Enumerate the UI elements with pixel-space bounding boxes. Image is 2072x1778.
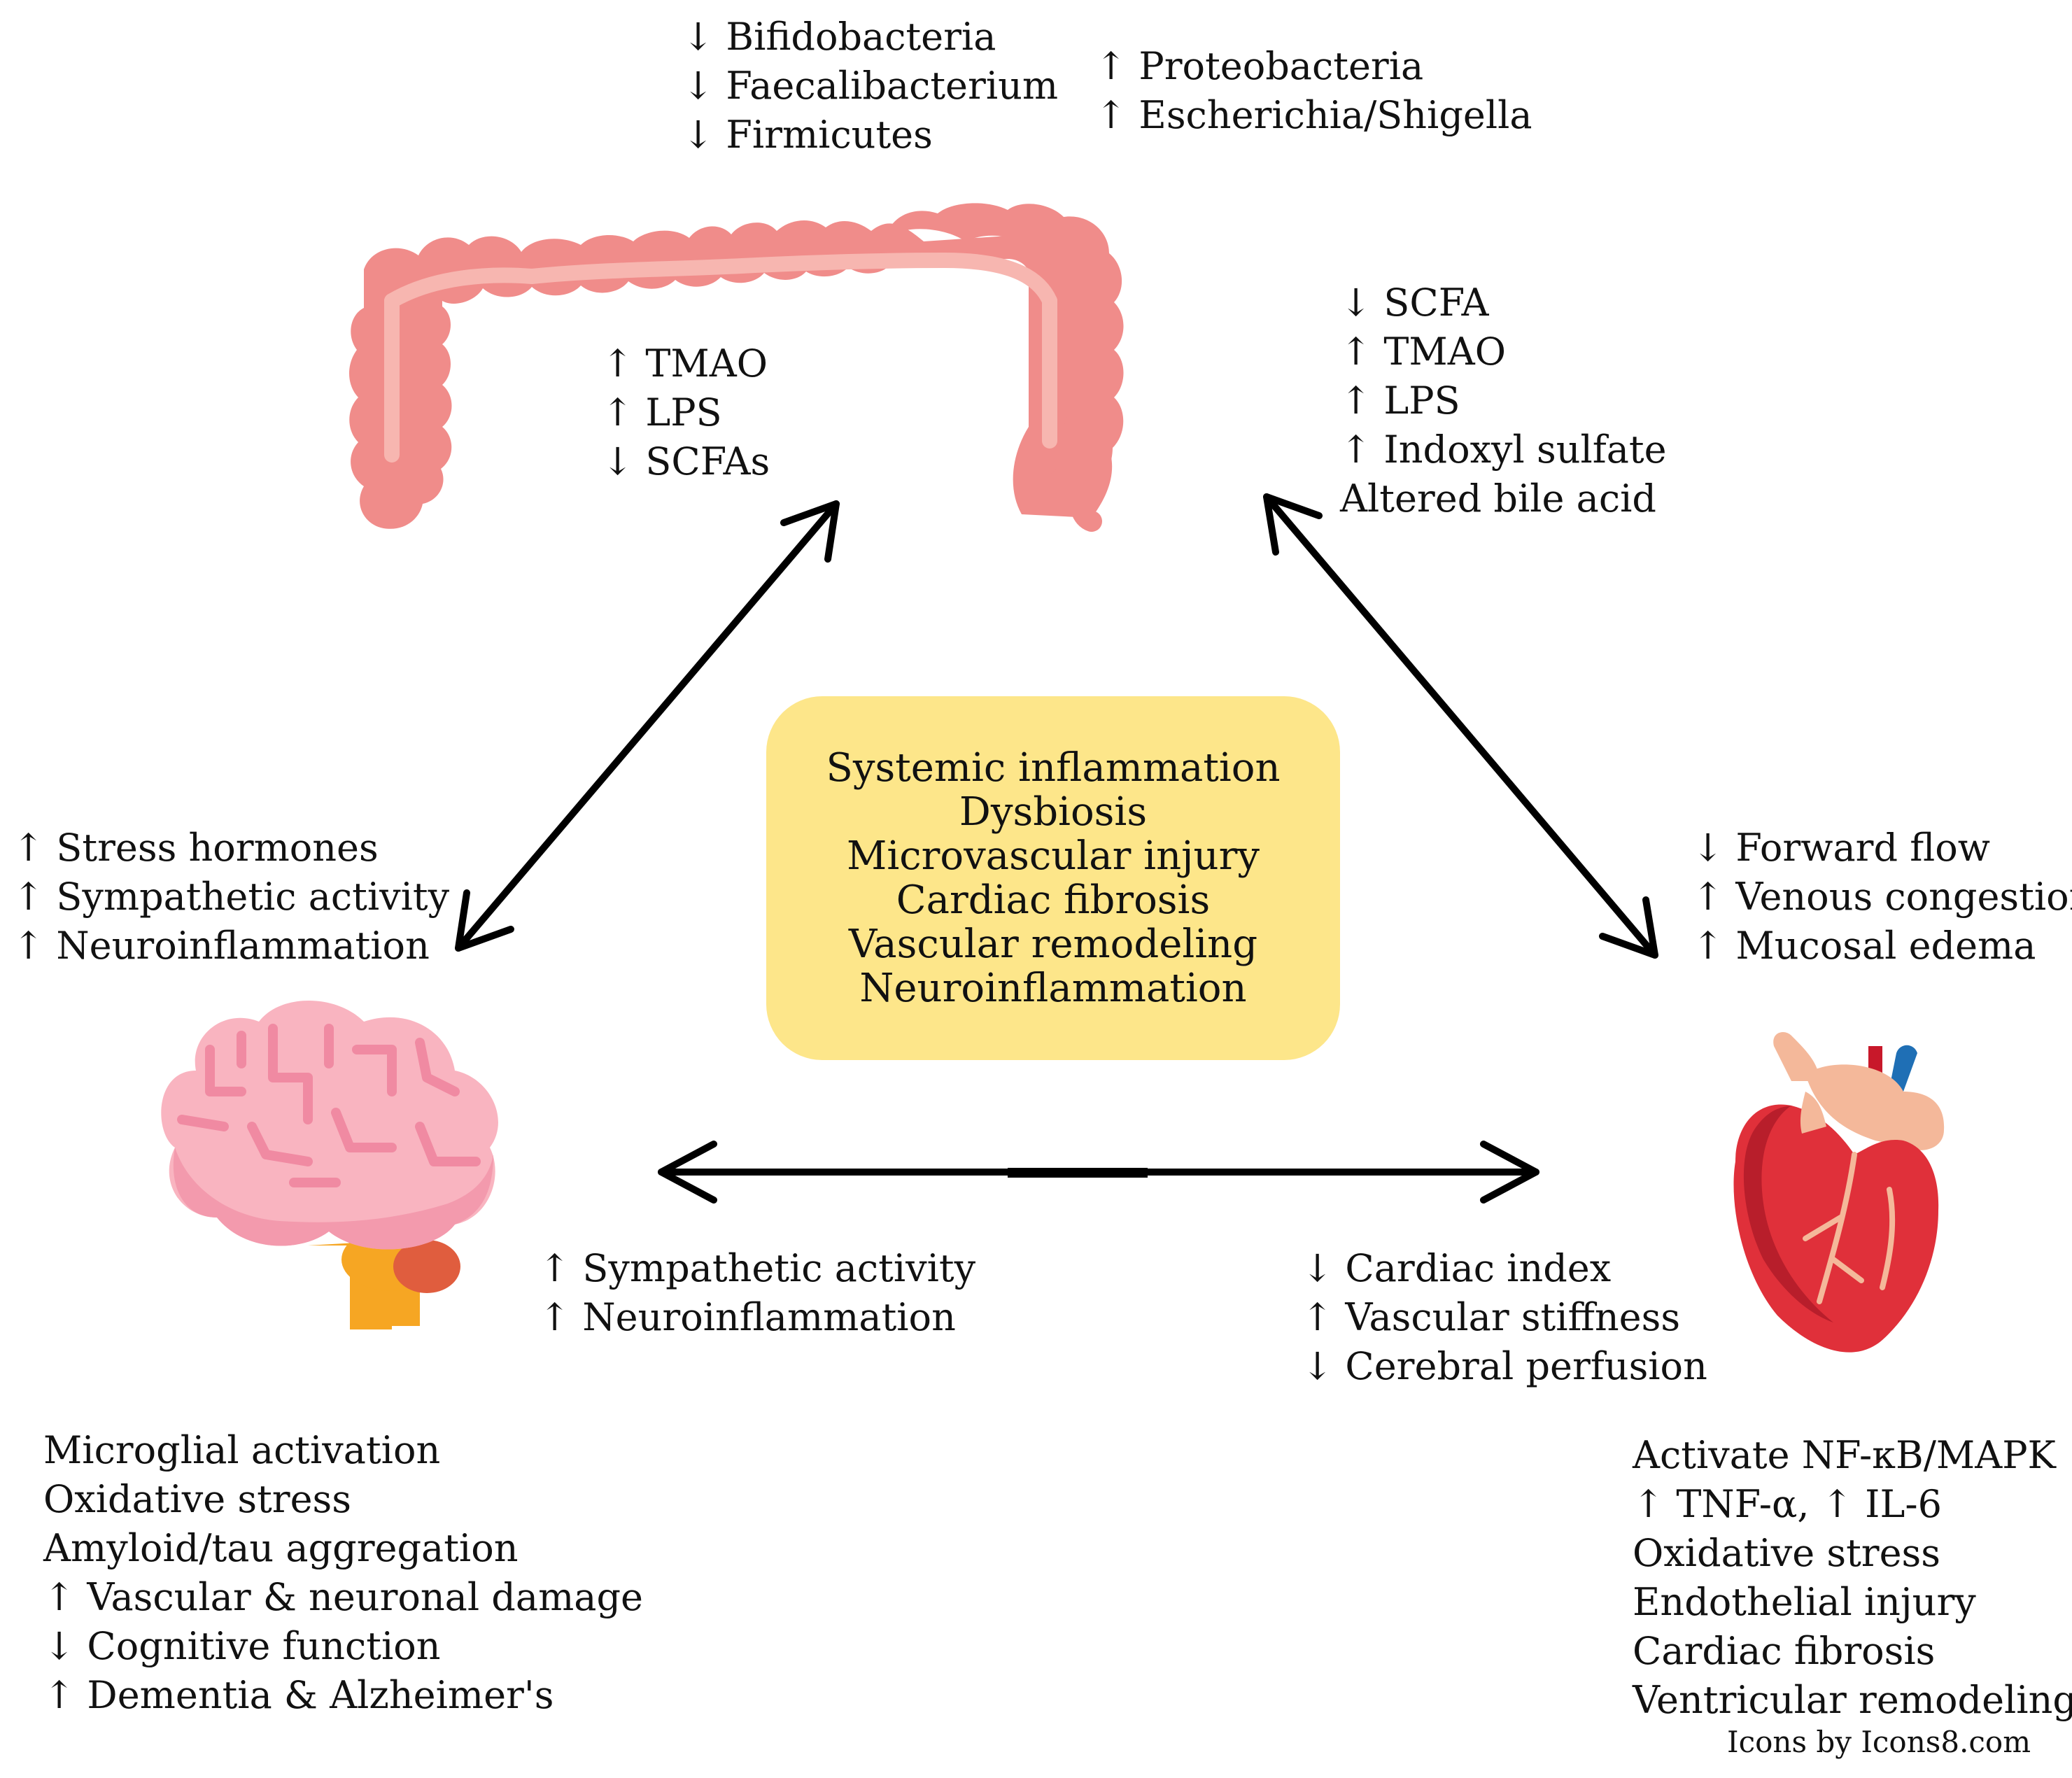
arrow-gut-heart — [1263, 493, 1658, 959]
label-line: ↑ TMAO — [1340, 330, 1506, 374]
label-line: ↓ Firmicutes — [682, 113, 933, 157]
shared-mechanisms-box: Systemic inflammation Dysbiosis Microvas… — [766, 696, 1340, 1060]
center-item: Dysbiosis — [959, 789, 1148, 835]
label-line: ↑ Vascular stiffness — [1302, 1295, 1681, 1339]
label-line: ↑ Sympathetic activity — [539, 1246, 976, 1290]
gut-to-heart-factors: ↓ SCFA ↑ TMAO ↑ LPS ↑ Indoxyl sulfate Al… — [1340, 278, 1667, 523]
label-line: ↑ Venous congestion — [1692, 875, 2072, 919]
label-line: Altered bile acid — [1340, 477, 1656, 521]
heart-icon — [1733, 1032, 1945, 1353]
icons-credit: Icons by Icons8.com — [1727, 1725, 2031, 1759]
label-line: ↑ Escherichia/Shigella — [1095, 93, 1532, 137]
label-line: Ventricular remodeling — [1633, 1678, 2072, 1722]
label-line: ↓ Bifidobacteria — [682, 15, 996, 59]
brain-to-heart-factors: ↑ Sympathetic activity ↑ Neuroinflammati… — [539, 1244, 975, 1342]
label-line: ↑ TNF-α, ↑ IL-6 — [1633, 1482, 1942, 1526]
label-line: ↑ Mucosal edema — [1692, 924, 2036, 968]
label-line: Oxidative stress — [1633, 1531, 1940, 1575]
label-line: ↑ Proteobacteria — [1095, 44, 1424, 88]
center-item: Neuroinflammation — [859, 966, 1247, 1011]
brain-effects: Microglial activation Oxidative stress A… — [43, 1426, 643, 1720]
label-line: ↓ SCFA — [1340, 281, 1489, 325]
label-line: ↓ SCFAs — [602, 439, 770, 484]
label-line: Oxidative stress — [43, 1477, 351, 1521]
heart-effects: Activate NF-κB/MAPK ↑ TNF-α, ↑ IL-6 Oxid… — [1633, 1431, 2072, 1725]
center-item: Vascular remodeling — [848, 922, 1258, 967]
label-line: ↑ TMAO — [602, 341, 768, 386]
label-line: ↑ Sympathetic activity — [13, 875, 450, 919]
label-line: ↓ Faecalibacterium — [682, 64, 1059, 108]
label-line: Cardiac fibrosis — [1633, 1629, 1936, 1673]
label-line: ↑ Indoxyl sulfate — [1340, 428, 1667, 472]
brain-to-gut-factors: ↑ Stress hormones ↑ Sympathetic activity… — [13, 824, 449, 971]
label-line: ↑ Vascular & neuronal damage — [43, 1575, 643, 1619]
gut-to-brain-factors: ↑ TMAO ↑ LPS ↓ SCFAs — [602, 339, 770, 486]
center-item: Systemic inflammation — [826, 745, 1281, 791]
label-line: ↑ LPS — [1340, 379, 1460, 423]
label-line: ↓ Cardiac index — [1302, 1246, 1612, 1290]
label-line: ↓ Forward flow — [1692, 826, 1990, 870]
label-line: ↑ Stress hormones — [13, 826, 379, 870]
gut-microbiota-decreased: ↓ Bifidobacteria ↓ Faecalibacterium ↓ Fi… — [682, 13, 1058, 160]
label-line: ↑ Dementia & Alzheimer's — [43, 1673, 554, 1717]
label-line: ↑ Neuroinflammation — [539, 1295, 956, 1339]
intestine-icon — [348, 203, 1124, 532]
heart-to-gut-factors: ↓ Forward flow ↑ Venous congestion ↑ Muc… — [1692, 824, 2072, 971]
center-item: Cardiac fibrosis — [896, 877, 1211, 923]
gut-microbiota-increased: ↑ Proteobacteria ↑ Escherichia/Shigella — [1095, 42, 1532, 140]
label-line: Amyloid/tau aggregation — [43, 1526, 519, 1570]
label-line: ↓ Cognitive function — [43, 1624, 441, 1668]
center-item: Microvascular injury — [847, 833, 1260, 879]
brain-icon — [161, 1001, 498, 1329]
label-line: Activate NF-κB/MAPK — [1633, 1433, 2056, 1477]
label-line: ↑ LPS — [602, 390, 722, 435]
label-line: Endothelial injury — [1633, 1580, 1976, 1624]
heart-to-brain-factors: ↓ Cardiac index ↑ Vascular stiffness ↓ C… — [1302, 1244, 1707, 1391]
label-line: ↑ Neuroinflammation — [13, 924, 430, 968]
arrow-gut-brain — [455, 500, 840, 952]
label-line: Microglial activation — [43, 1428, 441, 1472]
label-line: ↓ Cerebral perfusion — [1302, 1344, 1707, 1388]
